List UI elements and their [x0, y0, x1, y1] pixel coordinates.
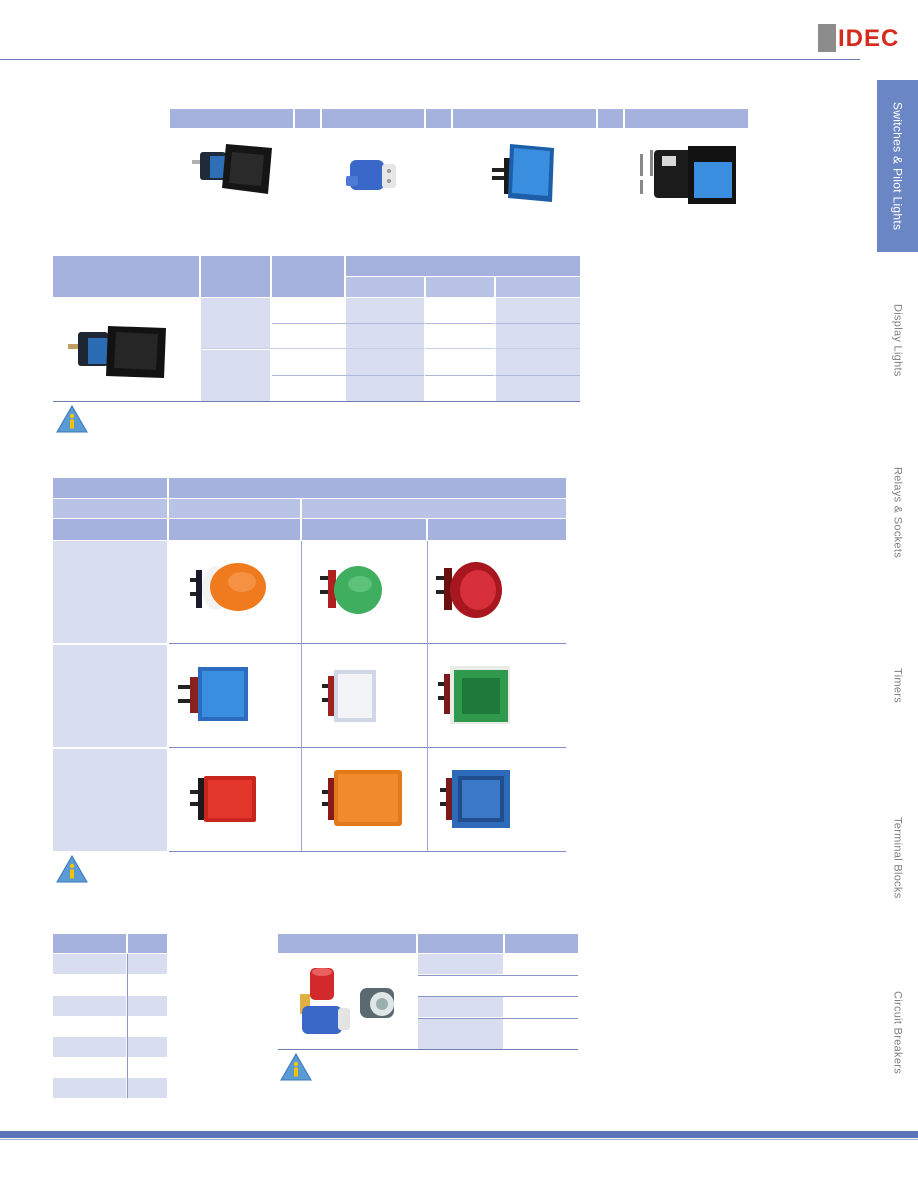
- sidebar-tab-terminal-blocks[interactable]: Terminal Blocks: [877, 805, 918, 910]
- strip-cell: [170, 109, 293, 128]
- info-icon: [280, 1053, 312, 1081]
- small-table-row: [128, 1037, 167, 1057]
- lens-row-line: [169, 747, 566, 748]
- logo-mark: [818, 24, 836, 52]
- sidebar-tab-label: Circuit Breakers: [891, 990, 904, 1075]
- header-divider: [0, 59, 860, 60]
- spec-col-line: [424, 298, 425, 401]
- small-table-header: [128, 934, 167, 953]
- info-icon: [56, 855, 88, 883]
- lens-subheader-cell: [302, 499, 566, 518]
- lens-header-cell: [53, 478, 167, 498]
- idec-logo: IDEC: [818, 24, 902, 52]
- sidebar-tab-label: Switches & Pilot Lights: [890, 101, 905, 231]
- sidebar-tab-display-lights[interactable]: Display Lights: [877, 290, 918, 390]
- lens-row-label: [53, 541, 167, 643]
- square-lens-green: [438, 666, 510, 724]
- accessory-row: [418, 997, 503, 1017]
- small-table-row: [128, 996, 167, 1016]
- accessory-row-line: [418, 975, 578, 976]
- spec-header-cell: [53, 256, 199, 297]
- pilot-light-unit-image: [640, 146, 736, 204]
- lens-col-line: [427, 541, 428, 851]
- spec-group-cell: [201, 350, 270, 401]
- lamp-socket-image: [346, 160, 396, 190]
- strip-cell: [625, 109, 748, 128]
- lens-header-cell: [169, 478, 566, 498]
- strip-cell: [453, 109, 596, 128]
- spec-switch-image: [68, 326, 166, 378]
- sidebar-tab-label: Display Lights: [891, 303, 904, 377]
- spec-row-line: [201, 348, 580, 349]
- accessory-image: [300, 968, 394, 1034]
- spec-group-cell: [201, 298, 270, 348]
- small-table-row: [128, 954, 167, 974]
- lens-row-label: [53, 749, 167, 851]
- lens-subheader-cell: [169, 499, 300, 518]
- small-table-row: [53, 1078, 126, 1098]
- accessory-bottom-line: [278, 1049, 578, 1050]
- strip-cell: [295, 109, 320, 128]
- spec-subheader-cell: [426, 277, 494, 297]
- sidebar-tab-label: Relays & Sockets: [891, 466, 904, 558]
- logo-text: IDEC: [838, 25, 900, 52]
- spec-subheader-cell: [496, 277, 580, 297]
- sidebar-tab-label: Timers: [891, 667, 904, 703]
- spec-shaded-column: [496, 298, 580, 401]
- square-lens-blue: [178, 667, 248, 721]
- info-icon: [56, 405, 88, 433]
- square-lens-white: [322, 670, 376, 722]
- sidebar-tab-switches[interactable]: Switches & Pilot Lights: [877, 80, 918, 252]
- lens-subheader-cell: [169, 519, 300, 540]
- lens-subheader-cell: [302, 519, 426, 540]
- sidebar-tab-label: Terminal Blocks: [891, 816, 904, 899]
- accessory-row: [418, 1019, 503, 1049]
- spec-header-cell: [346, 256, 580, 276]
- spec-row-line: [272, 375, 580, 376]
- lens-col-line: [301, 541, 302, 851]
- lens-row-line: [169, 643, 566, 644]
- accessory-row-line: [418, 996, 578, 997]
- small-table-row: [53, 996, 126, 1016]
- sidebar-tab-relays[interactable]: Relays & Sockets: [877, 455, 918, 570]
- round-lens-red: [436, 562, 502, 618]
- switch-body-image: [192, 144, 272, 194]
- accessory-header: [505, 934, 578, 953]
- square-lens-image: [492, 144, 554, 202]
- round-lens-orange: [190, 563, 266, 611]
- lens-subheader-cell: [53, 519, 167, 540]
- footer-bar: [0, 1131, 918, 1138]
- accessory-row: [418, 954, 503, 974]
- sidebar-tab-timers[interactable]: Timers: [877, 655, 918, 715]
- lens-row-line: [169, 851, 566, 852]
- small-table-header: [53, 934, 126, 953]
- spec-header-cell: [272, 256, 344, 297]
- spec-row-line: [272, 323, 580, 324]
- spec-bottom-line: [53, 401, 580, 402]
- lens-subheader-cell: [53, 499, 167, 518]
- footer-line: [0, 1139, 918, 1140]
- small-table-row: [128, 1078, 167, 1098]
- lens-row-label: [53, 645, 167, 747]
- strip-cell: [322, 109, 424, 128]
- accessory-row-line: [418, 1018, 578, 1019]
- round-lens-green: [320, 566, 382, 614]
- small-table-col-line: [127, 954, 128, 1098]
- lens-subheader-cell: [428, 519, 566, 540]
- spec-col-line: [494, 298, 495, 401]
- small-table-row: [53, 1037, 126, 1057]
- rect-lens-red: [190, 776, 256, 822]
- spec-subheader-cell: [346, 277, 424, 297]
- small-table-row: [53, 954, 126, 974]
- accessory-header: [418, 934, 503, 953]
- accessory-header: [278, 934, 416, 953]
- strip-cell: [598, 109, 623, 128]
- rect-lens-orange: [322, 770, 402, 826]
- strip-cell: [426, 109, 451, 128]
- sidebar-tab-circuit-breakers[interactable]: Circuit Breakers: [877, 980, 918, 1085]
- rect-lens-blue: [440, 770, 510, 828]
- spec-header-cell: [201, 256, 270, 297]
- spec-shaded-column: [346, 298, 424, 401]
